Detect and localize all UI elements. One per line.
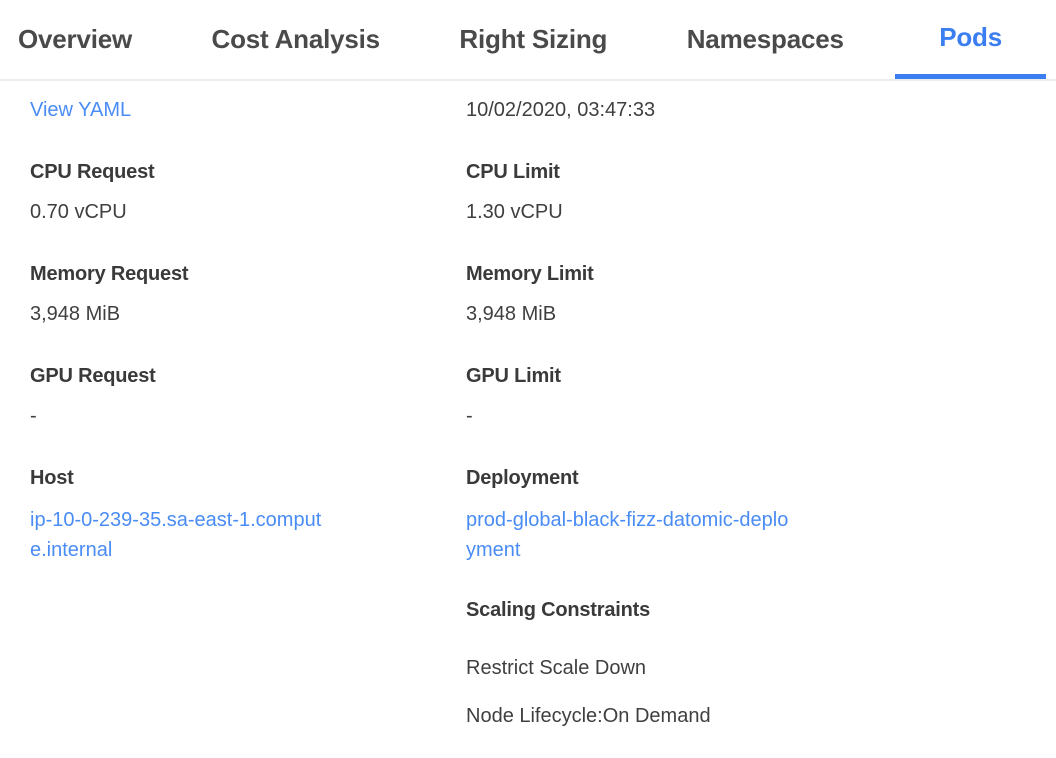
tab-cost-analysis[interactable]: Cost Analysis [211,24,381,54]
deployment-label: Deployment [466,467,579,489]
cpu-request-value: 0.70 vCPU [30,201,127,223]
scaling-constraint-node-lifecycle: Node Lifecycle:On Demand [466,705,711,727]
tab-overview[interactable]: Overview [18,24,133,54]
scaling-constraints-row: Scaling Constraints Restrict Scale Down … [30,597,1026,729]
host-field: Host ip-10-0-239-35.sa-east-1.compute.in… [30,465,466,565]
deployment-link[interactable]: prod-global-black-fizz-datomic-deploymen… [466,509,789,561]
header-right-cell: 10/02/2020, 03:47:33 [466,97,1026,123]
tab-namespaces[interactable]: Namespaces [686,24,844,54]
memory-request-label: Memory Request [30,263,189,285]
scaling-constraints-label: Scaling Constraints [466,599,651,621]
view-yaml-link[interactable]: View YAML [30,99,132,121]
tab-bar: Overview Cost Analysis Right Sizing Name… [0,0,1056,81]
host-deployment-row: Host ip-10-0-239-35.sa-east-1.compute.in… [30,465,1026,565]
scaling-constraint-restrict-scale-down: Restrict Scale Down [466,657,647,679]
cpu-request-label: CPU Request [30,161,155,183]
cpu-limit-value: 1.30 vCPU [466,201,563,223]
gpu-request-label: GPU Request [30,365,156,387]
cpu-request-field: CPU Request 0.70 vCPU [30,159,466,225]
gpu-limit-label: GPU Limit [466,365,561,387]
gpu-request-value: - [30,405,37,427]
cpu-row: CPU Request 0.70 vCPU CPU Limit 1.30 vCP… [30,159,1026,225]
header-row: View YAML 10/02/2020, 03:47:33 [30,97,1026,123]
gpu-row: GPU Request - GPU Limit - [30,363,1026,429]
cpu-limit-field: CPU Limit 1.30 vCPU [466,159,1026,225]
deployment-field: Deployment prod-global-black-fizz-datomi… [466,465,1026,565]
empty-cell [30,597,466,729]
memory-row: Memory Request 3,948 MiB Memory Limit 3,… [30,261,1026,327]
memory-limit-value: 3,948 MiB [466,303,557,325]
memory-request-field: Memory Request 3,948 MiB [30,261,466,327]
pod-details-panel: View YAML 10/02/2020, 03:47:33 CPU Reque… [0,81,1056,729]
tab-pods[interactable]: Pods [895,0,1046,79]
memory-limit-label: Memory Limit [466,263,594,285]
timestamp: 10/02/2020, 03:47:33 [466,99,656,121]
scaling-constraints-field: Scaling Constraints Restrict Scale Down … [466,597,1026,729]
host-link[interactable]: ip-10-0-239-35.sa-east-1.compute.interna… [30,509,322,561]
host-label: Host [30,467,74,489]
gpu-limit-field: GPU Limit - [466,363,1026,429]
memory-request-value: 3,948 MiB [30,303,121,325]
gpu-limit-value: - [466,405,473,427]
cpu-limit-label: CPU Limit [466,161,560,183]
gpu-request-field: GPU Request - [30,363,466,429]
header-left-cell: View YAML [30,97,466,123]
tab-right-sizing[interactable]: Right Sizing [459,24,608,54]
memory-limit-field: Memory Limit 3,948 MiB [466,261,1026,327]
